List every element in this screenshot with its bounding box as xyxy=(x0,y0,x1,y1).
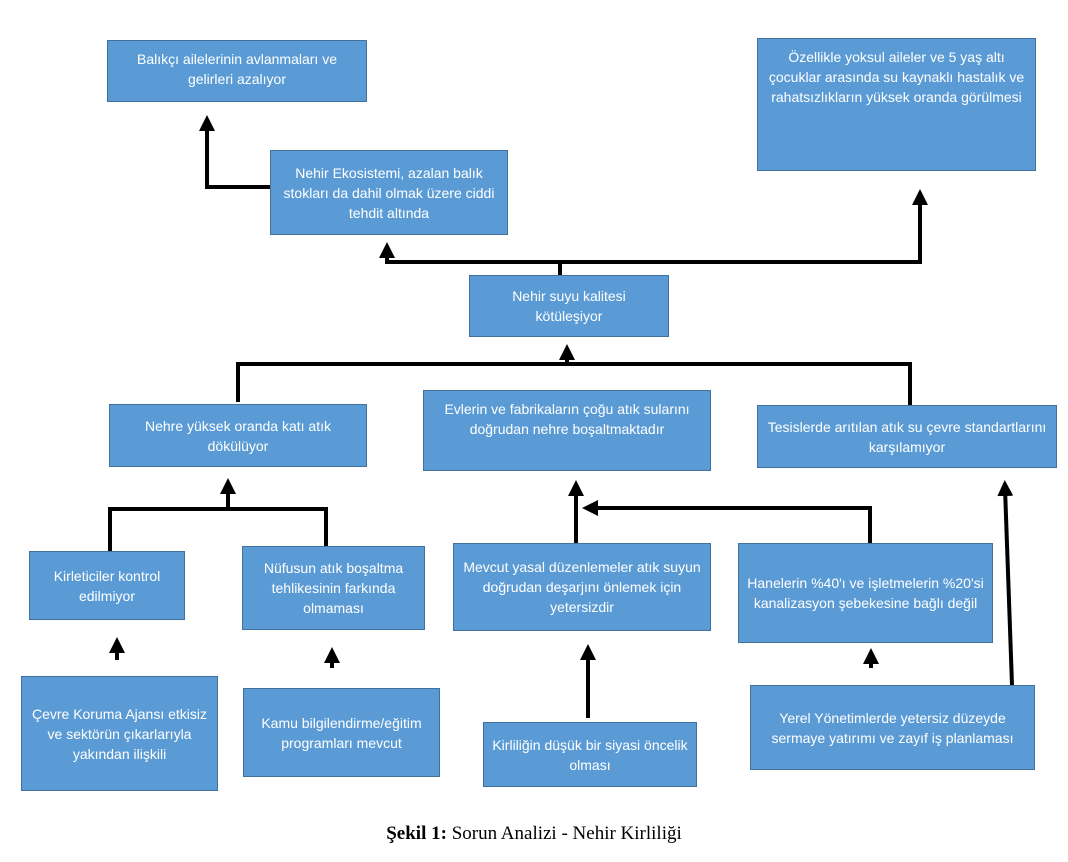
box-solid-waste-text: Nehre yüksek oranda katı atık dökülüyor xyxy=(145,417,331,454)
figure-caption-text: Sorun Analizi - Nehir Kirliliği xyxy=(451,823,682,844)
box-public-programs: Kamu bilgilendirme/eğitim programları me… xyxy=(243,688,440,777)
box-public-programs-text: Kamu bilgilendirme/eğitim programları me… xyxy=(261,714,422,751)
box-awareness-text: Nüfusun atık boşaltma tehlikesinin farkı… xyxy=(263,560,404,616)
box-polluters: Kirleticiler kontrol edilmiyor xyxy=(29,551,185,620)
box-direct-discharge: Evlerin ve fabrikaların çoğu atık suları… xyxy=(423,390,711,471)
arrow-water-quality-to-illness xyxy=(560,189,928,264)
box-polluters-text: Kirleticiler kontrol edilmiyor xyxy=(53,567,161,604)
box-fishing-families: Balıkçı ailelerinin avlanmaları ve gelir… xyxy=(107,40,367,102)
box-solid-waste: Nehre yüksek oranda katı atık dökülüyor xyxy=(109,404,367,467)
box-ecosystem-text: Nehir Ekosistemi, azalan balık stokları … xyxy=(283,164,495,221)
connector-solid-waste-causes xyxy=(108,507,328,551)
arrow-ecosystem-to-fishing xyxy=(199,115,270,189)
box-sewerage: Hanelerin %40'ı ve işletmelerin %20'si k… xyxy=(738,543,993,643)
box-epa-text: Çevre Koruma Ajansı etkisiz ve sektörün … xyxy=(31,705,208,762)
box-regulations: Mevcut yasal düzenlemeler atık suyun doğ… xyxy=(453,543,711,631)
box-low-priority-text: Kirliliğin düşük bir siyasi öncelik olma… xyxy=(492,736,688,773)
figure-caption-label: Şekil 1: xyxy=(386,823,447,844)
box-treatment-standards-text: Tesislerde arıtılan atık su çevre standa… xyxy=(767,418,1047,455)
box-local-gov-text: Yerel Yönetimlerde yetersiz düzeyde serm… xyxy=(771,709,1014,746)
figure-caption: Şekil 1: Sorun Analizi - Nehir Kirliliği xyxy=(0,823,1068,845)
box-sewerage-text: Hanelerin %40'ı ve işletmelerin %20'si k… xyxy=(747,575,984,611)
box-ecosystem: Nehir Ekosistemi, azalan balık stokları … xyxy=(270,150,508,235)
connector-level2-bar xyxy=(236,362,912,405)
box-regulations-text: Mevcut yasal düzenlemeler atık suyun doğ… xyxy=(463,559,701,615)
box-awareness: Nüfusun atık boşaltma tehlikesinin farkı… xyxy=(242,546,425,630)
box-illness: Özellikle yoksul aileler ve 5 yaş altı ç… xyxy=(757,38,1036,171)
box-water-quality-text: Nehir suyu kalitesi kötüleşiyor xyxy=(512,288,626,324)
box-fishing-families-text: Balıkçı ailelerinin avlanmaları ve gelir… xyxy=(137,51,337,87)
box-treatment-standards: Tesislerde arıtılan atık su çevre standa… xyxy=(757,405,1057,468)
box-water-quality: Nehir suyu kalitesi kötüleşiyor xyxy=(469,275,669,337)
box-illness-text: Özellikle yoksul aileler ve 5 yaş altı ç… xyxy=(768,49,1025,105)
box-direct-discharge-text: Evlerin ve fabrikaların çoğu atık suları… xyxy=(444,401,690,437)
arrow-localgov-to-treatment xyxy=(997,480,1014,686)
connector-water-quality-top xyxy=(379,242,562,275)
box-local-gov: Yerel Yönetimlerde yetersiz düzeyde serm… xyxy=(750,685,1035,770)
arrow-sewerage-to-discharge xyxy=(582,500,872,543)
box-epa: Çevre Koruma Ajansı etkisiz ve sektörün … xyxy=(21,676,218,791)
box-low-priority: Kirliliğin düşük bir siyasi öncelik olma… xyxy=(483,722,697,787)
